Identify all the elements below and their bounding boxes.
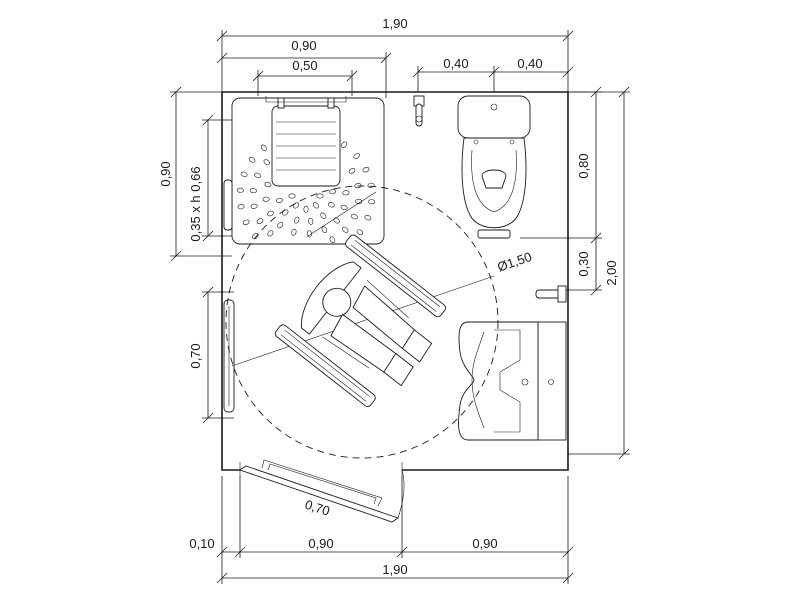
dim-bottom-door-span: 0,90 (308, 536, 333, 551)
drain-dot (341, 141, 347, 149)
drain-dot (303, 205, 309, 213)
drain-dot (263, 159, 270, 166)
drain-dot (354, 183, 362, 189)
turning-circle (225, 185, 499, 459)
dim-right-grab-offset: 0,30 (576, 251, 591, 276)
drain-dot (267, 230, 274, 237)
drain-dot (340, 204, 348, 211)
drain-dot (240, 171, 248, 177)
dim-turning-circle: Ø1,50 (495, 249, 533, 275)
drain-dot (288, 193, 296, 199)
left-grab-bar (223, 299, 235, 413)
drain-dot (277, 221, 284, 229)
drain-dot (275, 197, 283, 203)
dim-bottom-wall: 0,10 (189, 536, 214, 551)
drain-dot (367, 182, 375, 188)
dim-right-wc-depth: 0,80 (576, 153, 591, 178)
drain-dot (237, 204, 245, 210)
drain-dot (348, 168, 356, 174)
room-walls (221, 91, 569, 471)
drain-dot (333, 217, 340, 224)
dim-top-seat-width: 0,50 (292, 58, 317, 73)
drain-dot (264, 181, 272, 188)
drain-dot (242, 219, 250, 226)
dimension-lines (170, 30, 630, 584)
dim-top-shower-width: 0,90 (291, 38, 316, 53)
wc-wall-grab-bar (413, 95, 425, 127)
drain-dot (321, 226, 328, 234)
drain-dot (342, 226, 349, 233)
drain-dot (362, 166, 370, 173)
dim-top-wc-right: 0,40 (517, 56, 542, 71)
drain-dot (291, 228, 297, 236)
dim-bottom-right-span: 0,90 (472, 536, 497, 551)
drain-dot (256, 218, 264, 224)
drain-dot (364, 215, 372, 221)
drain-dot (329, 236, 336, 243)
door-leaf (238, 459, 405, 523)
drain-dot (368, 199, 376, 205)
dim-bottom-total: 1,90 (382, 562, 407, 577)
drain-dot (260, 144, 267, 151)
shower-grab-bar (223, 179, 233, 231)
drain-dot (236, 187, 244, 193)
drain-dot (308, 217, 314, 225)
drain-dot (356, 229, 364, 236)
drain-dot (342, 190, 350, 196)
dim-left-shower-depth: 0,90 (158, 161, 173, 186)
drain-dot (262, 196, 270, 202)
drain-dot (312, 202, 319, 209)
shower-seat (265, 96, 347, 187)
dim-left-seat: 0,35 x h 0,66 (188, 166, 203, 241)
dim-left-grab-bar: 0,70 (188, 343, 203, 368)
drain-dot (320, 212, 327, 219)
drain-dot (353, 152, 360, 159)
dimension-labels: 1,90 0,90 0,50 0,40 0,40 0,90 0,35 x h 0… (158, 16, 619, 577)
dim-top-wc-left: 0,40 (443, 56, 468, 71)
washbasin (458, 321, 567, 441)
drain-dot (249, 188, 257, 194)
wc-toilet (457, 95, 531, 239)
dim-right-total: 2,00 (604, 260, 619, 285)
drain-dot (316, 193, 324, 199)
wheelchair-user (274, 234, 446, 407)
drain-dot (329, 189, 337, 195)
drain-dot (248, 156, 256, 163)
drain-dot (351, 213, 358, 220)
drain-dot (328, 202, 335, 208)
drain-dot (254, 172, 261, 179)
drain-dot (250, 203, 258, 209)
wc-fold-grab-bar (535, 285, 567, 303)
dim-door-width: 0,70 (303, 497, 332, 519)
drain-dot (267, 210, 274, 217)
drain-dot (294, 216, 300, 224)
dim-top-total: 1,90 (382, 16, 407, 31)
